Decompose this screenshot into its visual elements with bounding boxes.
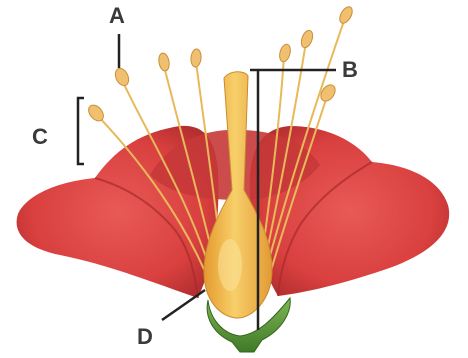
label-d: D — [137, 326, 153, 348]
leader-d — [162, 290, 205, 320]
label-c: C — [32, 126, 48, 148]
bracket-c — [78, 98, 84, 164]
label-a: A — [109, 5, 125, 27]
pistil-highlight — [218, 239, 242, 291]
label-b: B — [342, 59, 358, 81]
